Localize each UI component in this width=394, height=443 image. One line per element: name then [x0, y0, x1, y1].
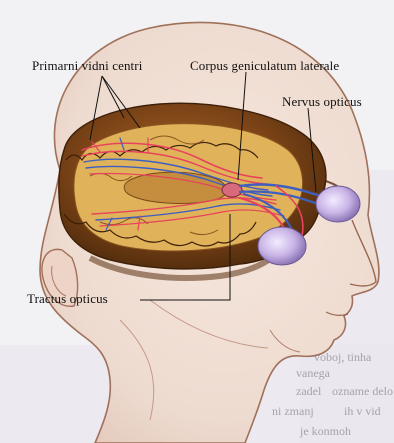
- bleed-text-3: zadel: [296, 384, 321, 399]
- label-optic-tract: Tractus opticus: [27, 291, 108, 307]
- bleed-text-1: voboj, tinha: [314, 350, 371, 365]
- bleed-text-6: ih v vid: [344, 404, 381, 419]
- bleed-text-5: ni zmanj: [272, 404, 314, 419]
- label-lateral-geniculate-body: Corpus geniculatum laterale: [190, 58, 339, 74]
- bleed-text-7: je konmoh: [300, 424, 351, 439]
- bleed-text-4: ozname delo: [332, 384, 393, 399]
- bleed-text-2: vanega: [296, 366, 330, 381]
- label-optic-nerve: Nervus opticus: [282, 94, 362, 110]
- label-primary-visual-centres: Primarni vidni centri: [32, 58, 142, 74]
